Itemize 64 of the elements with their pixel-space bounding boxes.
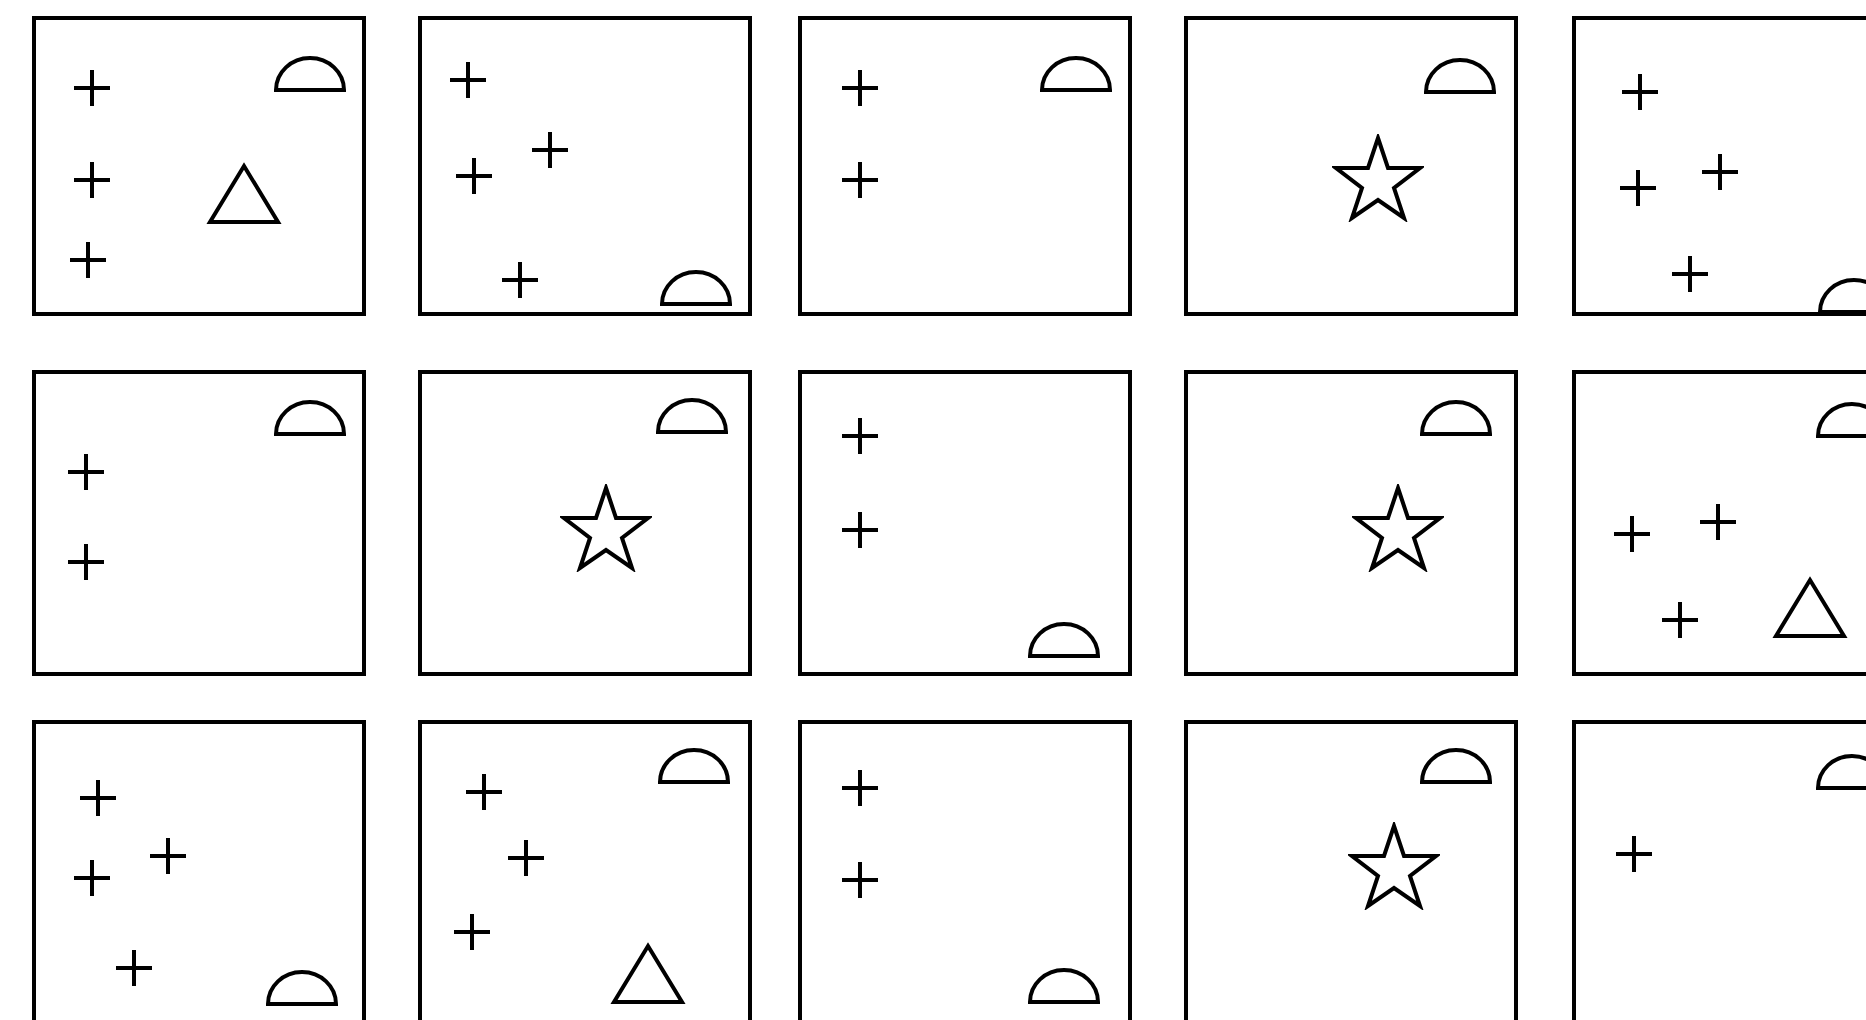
cross-mark: [66, 452, 106, 492]
semicircle-shape: [1418, 746, 1494, 786]
star-shape: [1352, 484, 1444, 572]
square-frame: [1184, 370, 1518, 676]
cross-mark: [72, 68, 112, 108]
square-frame: [798, 370, 1132, 676]
cross-mark: [1670, 254, 1710, 294]
square-frame: [798, 16, 1132, 316]
cross-mark: [1614, 834, 1654, 874]
triangle-shape: [610, 942, 686, 1006]
cross-mark: [68, 240, 108, 280]
square-frame: [1184, 720, 1518, 1020]
cross-mark: [148, 836, 188, 876]
semicircle-shape: [656, 746, 732, 786]
square-frame: [418, 16, 752, 316]
semicircle-shape: [1418, 398, 1494, 438]
semicircle-shape: [1422, 56, 1498, 96]
square-frame: [32, 16, 366, 316]
cross-mark: [500, 260, 540, 300]
cross-mark: [464, 772, 504, 812]
cross-mark: [840, 160, 880, 200]
triangle-shape: [1772, 576, 1848, 640]
square-frame: [418, 370, 752, 676]
square-frame: [1572, 370, 1866, 676]
semicircle-shape: [264, 968, 340, 1008]
cross-mark: [1612, 514, 1652, 554]
cross-mark: [72, 160, 112, 200]
cross-mark: [840, 860, 880, 900]
semicircle-shape: [658, 268, 734, 308]
square-frame: [1184, 16, 1518, 316]
cross-mark: [72, 858, 112, 898]
triangle-shape: [206, 162, 282, 226]
square-frame: [1572, 720, 1866, 1020]
cross-mark: [454, 156, 494, 196]
star-shape: [560, 484, 652, 572]
cross-mark: [66, 542, 106, 582]
square-frame: [1572, 16, 1866, 316]
semicircle-shape: [1026, 966, 1102, 1006]
cross-mark: [840, 768, 880, 808]
cross-mark: [78, 778, 118, 818]
cross-mark: [840, 416, 880, 456]
semicircle-shape: [272, 398, 348, 438]
cross-mark: [840, 68, 880, 108]
semicircle-shape: [1026, 620, 1102, 660]
square-frame: [798, 720, 1132, 1020]
cross-mark: [1698, 502, 1738, 542]
cross-mark: [448, 60, 488, 100]
cross-mark: [114, 948, 154, 988]
cross-mark: [840, 510, 880, 550]
semicircle-shape: [1038, 54, 1114, 94]
cross-mark: [452, 912, 492, 952]
semicircle-shape: [654, 396, 730, 436]
star-shape: [1348, 822, 1440, 910]
cross-mark: [1700, 152, 1740, 192]
semicircle-shape: [272, 54, 348, 94]
cross-mark: [1660, 600, 1700, 640]
star-shape: [1332, 134, 1424, 222]
cross-mark: [506, 838, 546, 878]
cross-mark: [1618, 168, 1658, 208]
square-frame: [32, 720, 366, 1020]
square-frame: [32, 370, 366, 676]
square-frame: [418, 720, 752, 1020]
cross-mark: [1620, 72, 1660, 112]
cross-mark: [530, 130, 570, 170]
